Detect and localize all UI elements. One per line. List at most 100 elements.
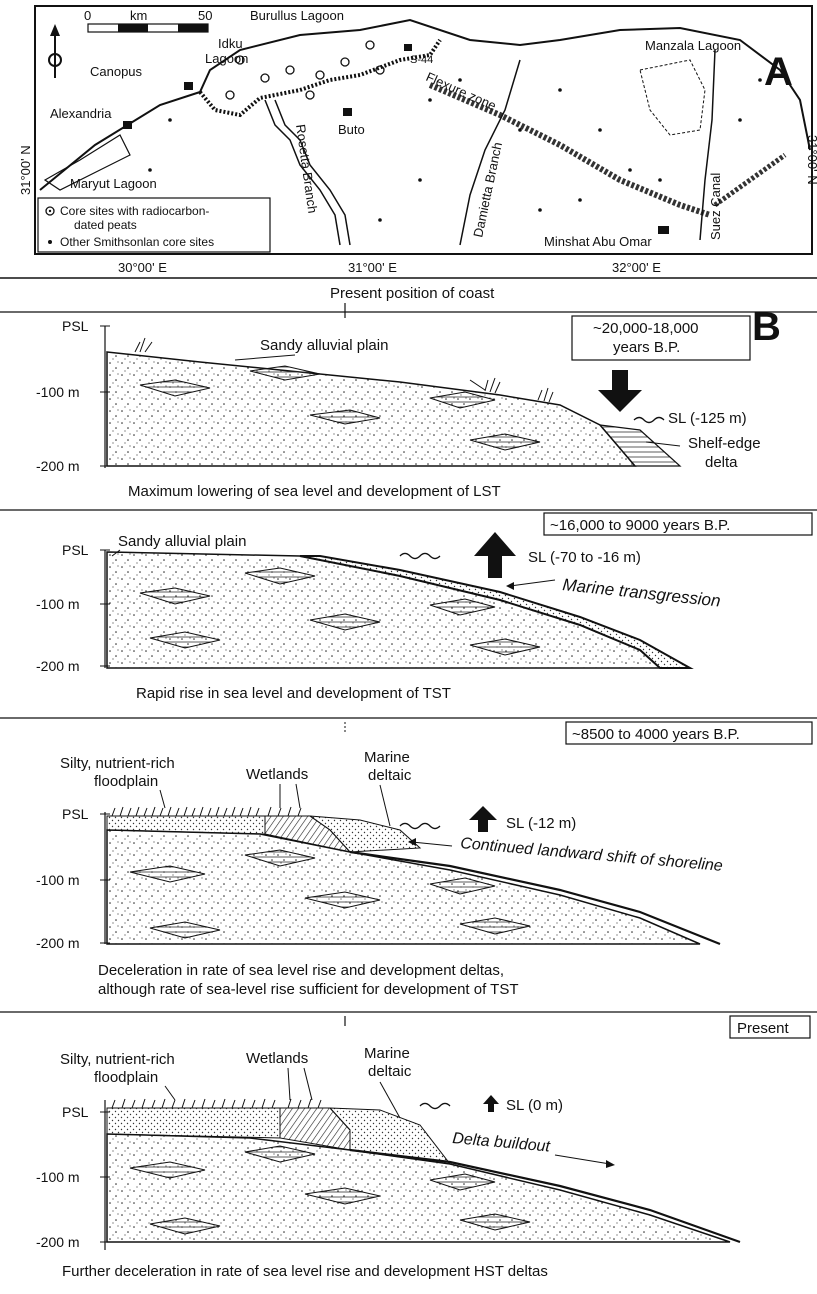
s2-lenses	[139, 567, 541, 656]
s1-sea-wave-icon	[633, 416, 665, 424]
other-core-site	[578, 198, 582, 202]
other-core-site	[518, 128, 522, 132]
s4-psl: PSL	[62, 1104, 89, 1120]
s1-psl: PSL	[62, 318, 89, 334]
s4-depth-200: -200 m	[36, 1234, 80, 1250]
map-frame	[34, 5, 813, 255]
s1-down-arrow-icon	[598, 370, 642, 412]
label-alexandria: Alexandria	[50, 106, 112, 121]
s4-flood-1: Silty, nutrient-rich	[60, 1051, 175, 1068]
alexandria-marker	[123, 121, 132, 129]
lon-label-30: 30°00' E	[118, 260, 167, 275]
s2-psl: PSL	[62, 542, 89, 558]
other-core-site	[558, 88, 562, 92]
s2-sea-wave-icon	[399, 552, 441, 560]
s3-caption-2: although rate of sea-level rise sufficie…	[98, 981, 519, 998]
north-arrow-icon	[48, 24, 62, 78]
other-core-site	[378, 218, 382, 222]
peat-core-site	[235, 55, 245, 65]
coastal-shoreline-band	[198, 38, 442, 118]
panel-a-letter: A	[764, 50, 793, 94]
s3-wetlands-label: Wetlands	[246, 766, 308, 783]
legend-peat-line2: dated peats	[74, 218, 137, 232]
label-idku-2: Lagoon	[205, 51, 248, 66]
panel-a-map: 0 km 50	[18, 5, 817, 275]
s4-sl-label: SL (0 m)	[506, 1097, 563, 1114]
s1-time-line1: ~20,000-18,000	[593, 320, 699, 337]
other-core-site	[758, 78, 762, 82]
s3-tst-line	[349, 850, 721, 946]
s3-depth-200: -200 m	[36, 935, 80, 951]
label-flexure: Flexure zone	[424, 69, 499, 113]
s1-time-line2: years B.P.	[613, 339, 680, 356]
scale-unit: km	[130, 8, 147, 23]
s1-shelf-edge-delta	[598, 424, 682, 467]
s4-time: Present	[737, 1020, 790, 1037]
other-core-site	[738, 118, 742, 122]
label-s44: S-44	[410, 54, 433, 66]
s3-time: ~8500 to 4000 years B.P.	[572, 726, 740, 743]
other-core-site	[148, 168, 152, 172]
s4-wetlands-label: Wetlands	[246, 1050, 308, 1067]
s1-shelf-1: Shelf-edge	[688, 435, 761, 452]
peat-core-site	[340, 57, 350, 67]
s3-marine-deltaic	[308, 815, 422, 853]
other-core-site	[658, 178, 662, 182]
s3-flood-2: floodplain	[94, 773, 158, 790]
s4-marine-2: deltaic	[368, 1063, 412, 1080]
s3-lenses	[129, 849, 531, 939]
s1-caption: Maximum lowering of sea level and develo…	[128, 483, 501, 500]
s2-depth-200: -200 m	[36, 658, 80, 674]
site-markers	[123, 40, 762, 234]
s4-marine-1: Marine	[364, 1045, 410, 1062]
other-core-site	[628, 168, 632, 172]
label-rosetta: Rosetta Branch	[293, 123, 320, 214]
other-core-site	[428, 98, 432, 102]
s2-plain-label: Sandy alluvial plain	[118, 533, 246, 550]
s3-depth-100: -100 m	[36, 872, 80, 888]
peat-core-site	[260, 73, 270, 83]
lon-label-31: 31°00' E	[348, 260, 397, 275]
other-core-site	[458, 78, 462, 82]
legend-other-cores: Other Smithsonlan core sites	[60, 235, 214, 249]
label-canopus: Canopus	[90, 64, 143, 79]
s4-sea-wave-icon	[419, 1102, 451, 1110]
s1-shelf-2: delta	[705, 454, 738, 471]
delta-coastline	[39, 18, 811, 191]
manzala-lagoon	[639, 59, 706, 136]
label-suez: Suez Canal	[708, 173, 723, 240]
damietta-branch	[459, 59, 521, 246]
s1-plain-label: Sandy alluvial plain	[260, 337, 388, 354]
s44-marker	[404, 44, 412, 51]
other-core-site	[168, 118, 172, 122]
peat-core-site	[315, 70, 325, 80]
s2-note: Marine transgression	[562, 575, 722, 610]
peat-core-site	[375, 65, 385, 75]
rosetta-branch-bank	[274, 99, 351, 246]
other-core-site	[598, 128, 602, 132]
s1-depth-100: -100 m	[36, 384, 80, 400]
label-idku-1: Idku	[218, 36, 243, 51]
buto-marker	[343, 108, 352, 116]
s3-flood-1: Silty, nutrient-rich	[60, 755, 175, 772]
scale-zero: 0	[84, 8, 91, 23]
other-core-site	[538, 208, 542, 212]
section-3-deltas: PSL -100 m -200 m ~8500 to 4000 years B.…	[0, 717, 817, 998]
other-core-site	[418, 178, 422, 182]
s4-caption: Further deceleration in rate of sea leve…	[62, 1263, 548, 1280]
section-2-tst: PSL -100 m -200 m Sandy alluvial plain ~…	[0, 509, 817, 702]
label-burullus: Burullus Lagoon	[250, 8, 344, 23]
label-manzala: Manzala Lagoon	[645, 38, 741, 53]
s3-marine-2: deltaic	[368, 767, 412, 784]
map-legend: Core sites with radiocarbon- dated peats…	[37, 197, 271, 253]
s4-alluvial-body	[106, 1133, 731, 1243]
rosetta-branch	[264, 99, 341, 246]
s2-up-arrow-icon	[474, 532, 516, 578]
s3-caption-1: Deceleration in rate of sea level rise a…	[98, 962, 504, 979]
label-buto: Buto	[338, 122, 365, 137]
s4-tst-line	[349, 1148, 741, 1244]
s4-note: Delta buildout	[452, 1130, 552, 1156]
suez-canal	[699, 49, 716, 241]
s2-depth-100: -100 m	[36, 596, 80, 612]
